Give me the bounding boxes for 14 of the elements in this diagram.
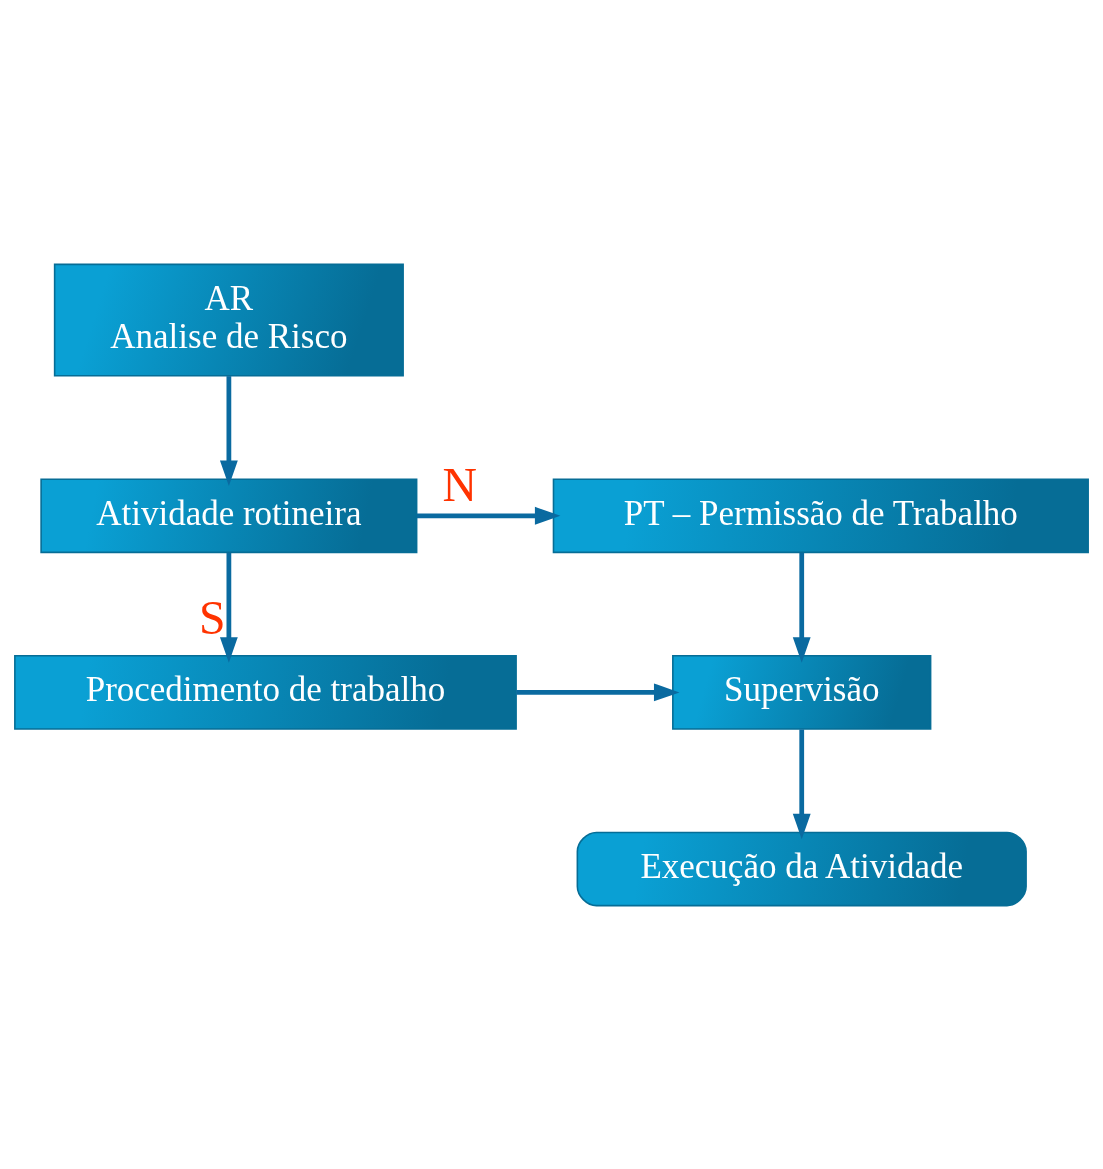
edge-label: N — [442, 457, 477, 511]
node-box: Atividade rotineira — [40, 477, 418, 553]
arrow — [219, 375, 238, 486]
node-box: AR Analise de Risco — [53, 263, 404, 377]
edge-label: S — [198, 590, 226, 644]
arrow — [417, 506, 561, 525]
node-box: PT – Permissão de Trabalho — [552, 477, 1089, 553]
node-box: Execução da Atividade — [576, 831, 1027, 906]
node-box: Procedimento de trabalho — [14, 654, 517, 730]
arrow — [792, 552, 811, 663]
arrow — [219, 552, 238, 663]
arrow — [792, 728, 811, 839]
arrow — [516, 682, 680, 701]
node-box: Supervisão — [672, 654, 932, 730]
